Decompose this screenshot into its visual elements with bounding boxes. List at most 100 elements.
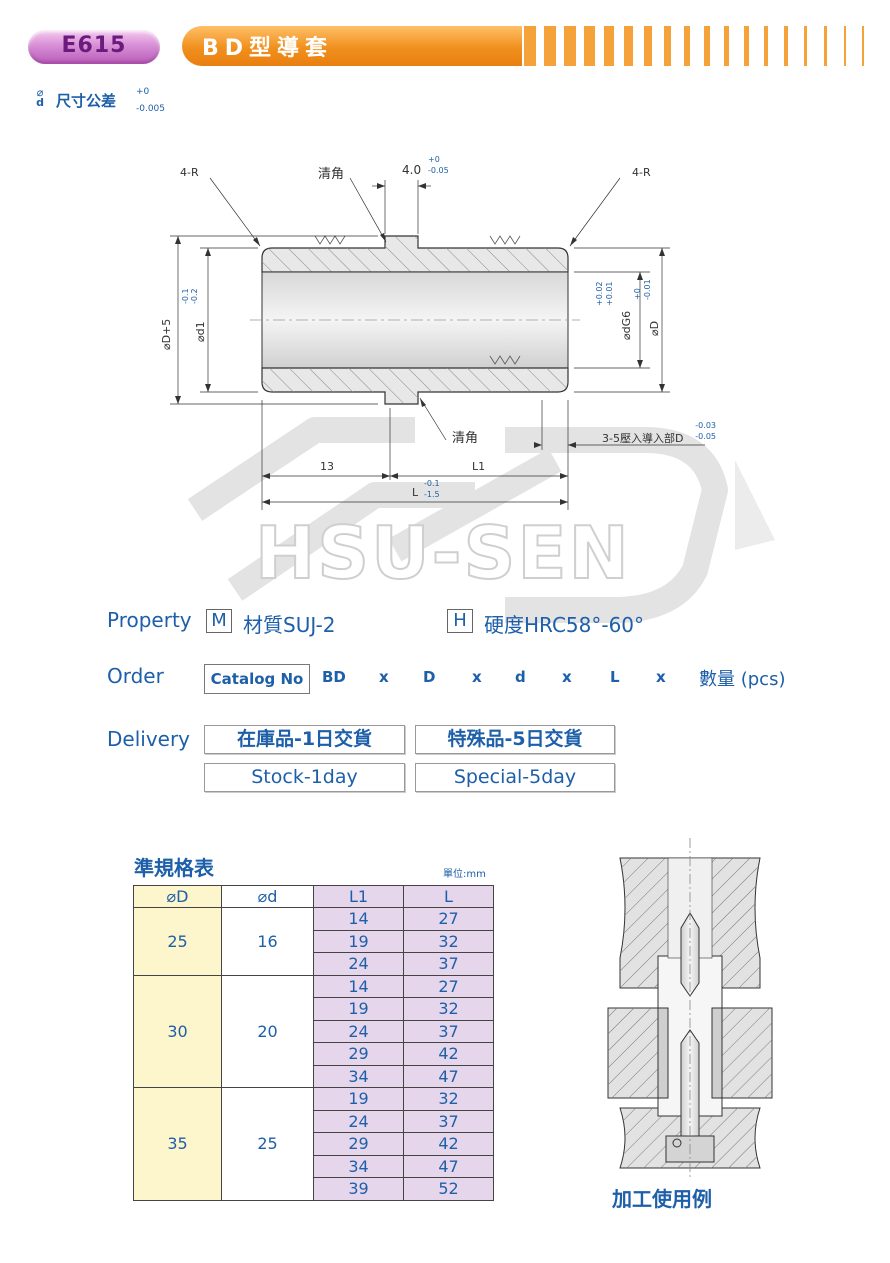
tolerance-symbol: ⌀d (36, 86, 44, 109)
label-D-tol-upper: +0 (633, 288, 642, 300)
bushing-drawing: 4-R 4-R 清角 4.0 +0 -0.05 ⌀D+5 ⌀d1 -0.1 -0… (160, 155, 716, 510)
label-press-fit: 3-5壓入導入部D (602, 431, 683, 445)
cell-L: 42 (403, 1042, 494, 1066)
order-item-qty: 數量 (pcs) (699, 669, 786, 690)
header-stripe (804, 26, 807, 66)
order-item-x: x (562, 668, 572, 686)
usage-example-caption: 加工使用例 (612, 1187, 712, 1211)
cell-L1: 19 (313, 1087, 404, 1111)
label-dg6-tol-lower: +0.01 (605, 281, 614, 306)
cell-L: 27 (403, 907, 494, 931)
label-d1-tol-upper: -0.1 (181, 288, 190, 304)
cell-L: 37 (403, 1019, 494, 1043)
header-stripe (764, 26, 768, 66)
material-text: 材質SUJ-2 (243, 613, 336, 637)
cell-d: 20 (221, 974, 314, 1088)
header-stripe (584, 26, 595, 66)
cell-D: 35 (133, 1087, 222, 1201)
delivery-label: Delivery (107, 727, 191, 751)
label-dia-d1: ⌀d1 (194, 321, 207, 342)
label-4r-right: 4-R (632, 166, 651, 179)
cell-L1: 19 (313, 997, 404, 1021)
spec-table-unit: 單位:mm (443, 869, 486, 880)
cell-L1: 39 (313, 1177, 404, 1201)
header-stripe (664, 26, 671, 66)
cell-L1: 14 (313, 907, 404, 931)
header-stripe (644, 26, 652, 66)
header-stripe (784, 26, 788, 66)
page-title: BD型導套 (202, 36, 334, 61)
label-groove-width: 4.0 (402, 163, 421, 177)
cell-D: 25 (133, 907, 222, 976)
title-bar: BD型導套 (182, 26, 522, 66)
table-header-row: ⌀D ⌀d L1 L (133, 885, 494, 908)
order-item-D: D (423, 668, 436, 686)
cell-L1: 29 (313, 1132, 404, 1156)
delivery-stock-zh: 在庫品-1日交貨 (204, 725, 405, 754)
cell-L: 47 (403, 1154, 494, 1178)
label-press-tol-upper: -0.03 (695, 421, 716, 430)
cell-L1: 14 (313, 974, 404, 998)
delivery-special-zh: 特殊品-5日交貨 (415, 725, 615, 754)
cell-L1: 34 (313, 1154, 404, 1178)
header-stripe (524, 26, 536, 66)
header-stripe (862, 26, 864, 66)
tolerance-lower: -0.005 (136, 104, 166, 114)
label-d1-tol-lower: -0.2 (190, 288, 199, 304)
header-stripe (824, 26, 827, 66)
label-press-tol-lower: -0.05 (695, 432, 716, 441)
order-item-x: x (656, 668, 666, 686)
catalog-code-badge: E615 (28, 30, 160, 64)
cell-D: 30 (133, 974, 222, 1088)
label-L-tol-lower: -1.5 (424, 490, 440, 499)
watermark-text: HSU-SEN (255, 511, 631, 595)
label-len-L1: L1 (472, 460, 485, 473)
label-groove-tol-lower: -0.05 (428, 166, 449, 175)
delivery-stock-en: Stock-1day (204, 763, 405, 792)
header-stripe (724, 26, 729, 66)
catalog-code: E615 (61, 33, 127, 58)
order-item-x: x (379, 668, 389, 686)
label-dg6-tol-upper: +0.02 (595, 281, 604, 306)
col-header-L1: L1 (313, 885, 404, 908)
cell-L: 52 (403, 1177, 494, 1201)
hardness-text: 硬度HRC58°-60° (484, 613, 645, 637)
order-item-bd: BD (322, 668, 346, 686)
label-groove-tol-upper: +0 (428, 155, 440, 164)
cell-d: 25 (221, 1087, 314, 1201)
watermark-logo: HSU-SEN (187, 417, 775, 623)
label-dia-d5: ⌀D+5 (160, 319, 173, 350)
cell-L: 37 (403, 952, 494, 976)
cell-L: 42 (403, 1132, 494, 1156)
order-item-x: x (472, 668, 482, 686)
material-letter-box: M (206, 609, 232, 633)
order-item-L: L (610, 668, 620, 686)
header-stripe (704, 26, 710, 66)
label-D-tol-lower: -0.01 (643, 279, 652, 300)
cell-L: 32 (403, 929, 494, 953)
cell-L: 27 (403, 974, 494, 998)
cell-L: 37 (403, 1109, 494, 1133)
order-label: Order (107, 664, 164, 688)
header-stripe (744, 26, 749, 66)
cell-L1: 24 (313, 1109, 404, 1133)
label-dia-dg6: ⌀dG6 (620, 311, 633, 340)
tolerance-upper: +0 (136, 87, 150, 97)
header-stripe (844, 26, 846, 66)
label-chamfer-bottom: 清角 (452, 431, 478, 446)
col-header-L: L (403, 885, 494, 908)
label-len-L: L (412, 486, 419, 499)
header-stripe (684, 26, 690, 66)
cell-L1: 24 (313, 1019, 404, 1043)
cell-L: 32 (403, 1087, 494, 1111)
